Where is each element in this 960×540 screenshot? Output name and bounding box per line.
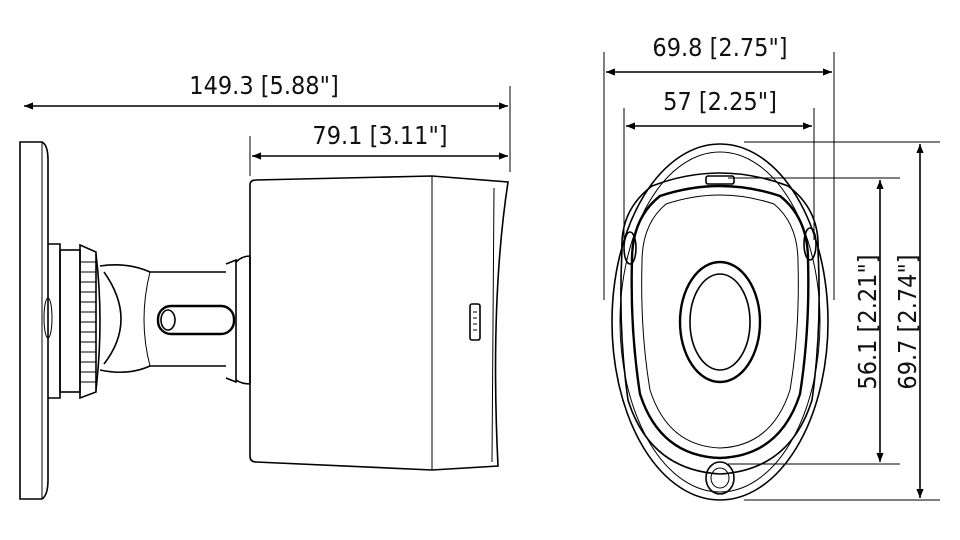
front-view: 69.8 [2.75"] 57 [2.25"] 56.1 [2.21"] 69.… [603,33,940,501]
label-front-outer-width: 69.8 [2.75"] [652,33,787,62]
dim-front-inner-height: 56.1 [2.21"] [728,177,900,465]
side-view: 149.3 [5.88"] 79.1 [3.11"] [19,71,511,500]
label-overall-length: 149.3 [5.88"] [189,71,338,100]
top-latch [705,175,735,185]
dim-overall-length: 149.3 [5.88"] [24,71,511,172]
side-clips [623,227,817,265]
label-body-length: 79.1 [3.11"] [312,121,447,150]
bottom-screw [705,461,735,495]
label-front-inner-height: 56.1 [2.21"] [853,254,882,389]
dim-body-length: 79.1 [3.11"] [249,121,508,176]
dim-front-outer-height: 69.7 [2.74"] [744,141,940,501]
mount-base [19,141,53,500]
dim-front-inner-width: 57 [2.25"] [623,87,815,240]
collar-threads [80,261,96,383]
dim-front-outer-width: 69.8 [2.75"] [603,33,835,300]
swivel-arm [99,255,251,385]
mount-collar [48,243,101,400]
label-front-outer-height: 69.7 [2.74"] [893,254,922,389]
camera-body [249,175,509,471]
label-front-inner-width: 57 [2.25"] [663,87,777,116]
lens [678,260,762,384]
front-housing [611,143,829,501]
